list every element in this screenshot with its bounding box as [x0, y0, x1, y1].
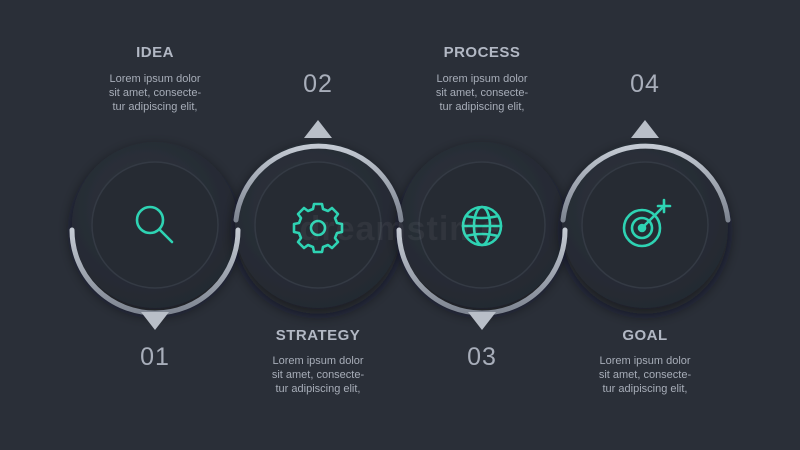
step-3-pointer: [468, 312, 496, 330]
step-1-desc-line: Lorem ipsum dolor: [109, 73, 201, 85]
step-3-desc-line: tur adipiscing elit,: [439, 101, 525, 113]
step-1-pointer: [141, 312, 169, 330]
step-2-desc-line: sit amet, consecte-: [271, 369, 365, 381]
step-2-description: Lorem ipsum dolor sit amet, consecte- tu…: [228, 354, 408, 396]
step-3-title: PROCESS: [443, 44, 521, 61]
step-4-pointer: [631, 120, 659, 138]
search-icon: [135, 205, 174, 244]
step-2-number: 02: [303, 70, 333, 98]
step-2-desc-line: Lorem ipsum dolor: [272, 355, 364, 367]
step-2-inner-disc: [254, 161, 382, 289]
step-3-desc-line: sit amet, consecte-: [435, 87, 529, 99]
step-4-number: 04: [630, 70, 660, 98]
step-4-desc-line: Lorem ipsum dolor: [599, 355, 691, 367]
step-4-description: Lorem ipsum dolor sit amet, consecte- tu…: [555, 354, 735, 396]
step-4-ring-arc: [560, 143, 731, 223]
target-icon: [622, 198, 672, 248]
step-2-title: STRATEGY: [275, 327, 361, 344]
step-2-desc-line: tur adipiscing elit,: [275, 383, 361, 395]
step-3-number: 03: [467, 343, 497, 371]
step-3-desc-line: Lorem ipsum dolor: [436, 73, 528, 85]
gear-icon: [292, 202, 344, 254]
step-4-desc-line: tur adipiscing elit,: [602, 383, 688, 395]
step-4-title: GOAL: [622, 327, 668, 344]
step-4-desc-line: sit amet, consecte-: [598, 369, 692, 381]
step-2-ring-arc: [233, 143, 404, 223]
step-1-inner-disc: [91, 161, 219, 289]
step-1-desc-line: tur adipiscing elit,: [112, 101, 198, 113]
step-2-pointer: [304, 120, 332, 138]
globe-icon: [461, 205, 503, 247]
step-1-title: IDEA: [136, 44, 174, 61]
step-1-desc-line: sit amet, consecte-: [108, 87, 202, 99]
step-3-description: Lorem ipsum dolor sit amet, consecte- tu…: [392, 72, 572, 114]
step-1-description: Lorem ipsum dolor sit amet, consecte- tu…: [65, 72, 245, 114]
step-1-number: 01: [140, 343, 170, 371]
